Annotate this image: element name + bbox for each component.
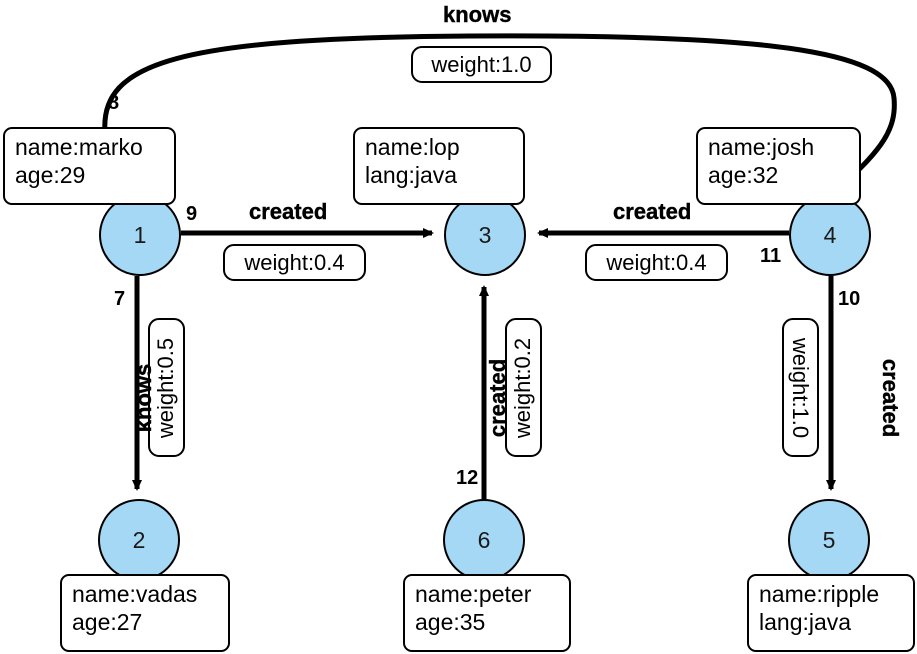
weight-box-edge-11: weight:0.4 — [585, 244, 728, 281]
prop-box-node-1: name:marko age:29 — [3, 127, 176, 205]
prop-line: name:lop — [365, 134, 460, 160]
prop-line: name:josh — [708, 134, 815, 160]
weight-text: weight:0.2 — [510, 337, 536, 438]
weight-box-edge-12: weight:0.2 — [505, 318, 542, 457]
graph-node-1[interactable]: 1 — [99, 194, 181, 276]
prop-line: name:ripple — [759, 581, 880, 607]
edge-label-knows-7: knows — [131, 363, 157, 433]
edge-label-created-11: created — [613, 199, 692, 224]
prop-line: age:35 — [415, 609, 486, 636]
weight-box-edge-8: weight:1.0 — [411, 46, 552, 83]
weight-text: weight:0.4 — [606, 249, 707, 275]
prop-box-node-6: name:peter age:35 — [403, 574, 571, 652]
edge-id-7: 7 — [114, 288, 126, 310]
prop-line: name:vadas — [72, 581, 198, 607]
edge-label-knows-8: knows — [443, 2, 512, 27]
weight-box-edge-9: weight:0.4 — [223, 244, 366, 281]
prop-box-node-3: name:lop lang:java — [353, 127, 525, 205]
graph-node-6[interactable]: 6 — [443, 499, 525, 581]
prop-line: lang:java — [759, 609, 852, 636]
graph-node-4[interactable]: 4 — [789, 194, 871, 276]
prop-line: age:27 — [72, 609, 143, 636]
prop-line: age:29 — [15, 162, 86, 189]
prop-line: age:32 — [708, 162, 779, 189]
weight-text: weight:0.4 — [244, 249, 345, 275]
prop-line: name:peter — [415, 581, 532, 607]
edge-id-9: 9 — [186, 203, 198, 225]
graph-node-3[interactable]: 3 — [444, 194, 526, 276]
weight-text: weight:0.5 — [153, 337, 179, 438]
prop-box-node-4: name:josh age:32 — [696, 127, 861, 205]
prop-box-node-5: name:ripple lang:java — [747, 574, 915, 652]
prop-box-node-2: name:vadas age:27 — [60, 574, 230, 652]
edge-id-10: 10 — [838, 288, 861, 310]
weight-text: weight:1.0 — [788, 337, 814, 438]
prop-line: name:marko — [15, 134, 143, 160]
graph-node-2[interactable]: 2 — [98, 499, 180, 581]
prop-line: lang:java — [365, 162, 458, 189]
edge-id-12: 12 — [456, 467, 479, 489]
weight-text: weight:1.0 — [431, 51, 532, 77]
graph-node-5[interactable]: 5 — [788, 499, 870, 581]
weight-box-edge-7: weight:0.5 — [148, 318, 185, 457]
edge-id-8: 8 — [108, 92, 120, 114]
edge-label-created-12: created — [485, 358, 511, 438]
weight-box-edge-10: weight:1.0 — [782, 318, 819, 457]
edge-label-created-9: created — [249, 199, 328, 224]
edge-label-created-10: created — [878, 358, 904, 438]
edge-id-11: 11 — [760, 245, 782, 267]
